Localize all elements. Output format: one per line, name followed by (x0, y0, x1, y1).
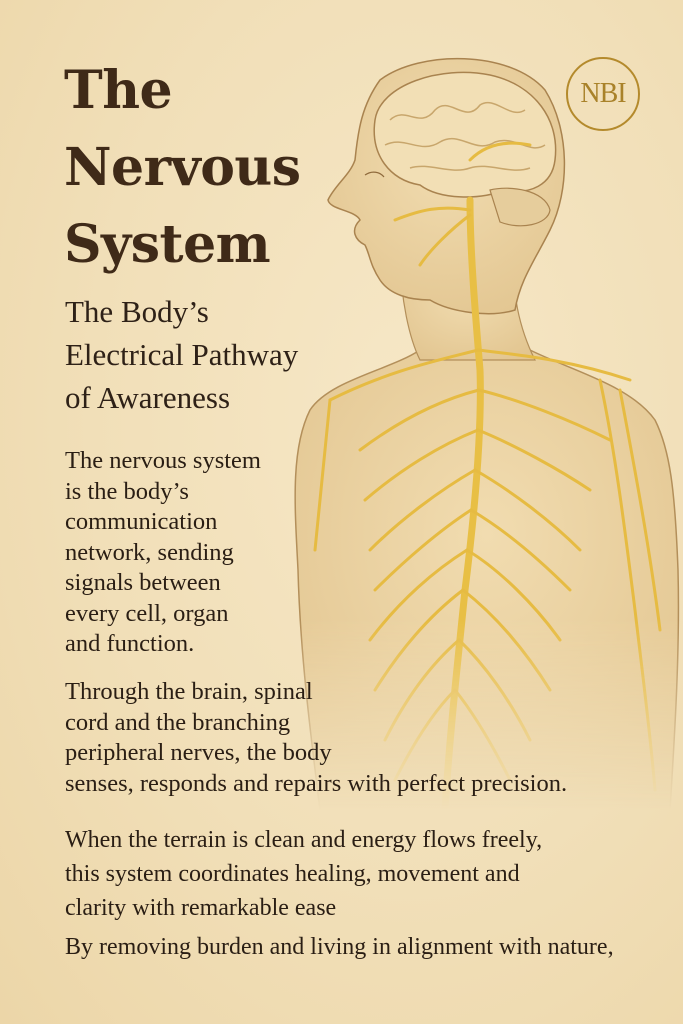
intro-paragraph: The nervous system is the body’s communi… (65, 446, 261, 660)
poster-title: The Nervous System (64, 52, 301, 283)
text-line: clarity with remarkable ease (65, 895, 337, 921)
torso-icon (294, 349, 680, 810)
text-line: is the body’s (65, 477, 189, 505)
text-line: network, sending (65, 538, 234, 566)
spinal-cord-icon (441, 196, 484, 810)
title-line: Nervous (64, 137, 301, 198)
text-line: Through the brain, spinal (65, 678, 313, 705)
nbi-logo-badge: NBI (566, 57, 640, 131)
text-line: communication (65, 508, 218, 535)
text-line: By removing burden and living in alignme… (65, 934, 614, 960)
terrain-paragraph: When the terrain is clean and energy flo… (65, 823, 542, 925)
text-line: senses, responds and repairs with perfec… (65, 769, 568, 797)
subtitle-line: of Awareness (65, 380, 231, 415)
subtitle-line: The Body’s (65, 294, 209, 329)
subtitle-line: Electrical Pathway (65, 337, 299, 372)
pathway-paragraph: Through the brain, spinal cord and the b… (65, 677, 567, 799)
poster-subtitle: The Body’s Electrical Pathway of Awarene… (65, 290, 298, 419)
text-line: this system coordinates healing, movemen… (65, 861, 520, 887)
alignment-paragraph: By removing burden and living in alignme… (65, 932, 614, 963)
text-line: signals between (65, 569, 221, 596)
text-line: peripheral nerves, the body (65, 739, 332, 766)
text-line: every cell, organ (65, 599, 229, 627)
text-line: cord and the branching (65, 708, 291, 736)
badge-text: NBI (580, 78, 626, 109)
text-line: When the terrain is clean and energy flo… (65, 827, 543, 853)
title-line: System (64, 214, 271, 275)
text-line: The nervous system (65, 447, 261, 474)
text-line: and function. (65, 630, 195, 657)
title-line: The (64, 60, 173, 121)
nervous-system-illustration (294, 57, 680, 810)
